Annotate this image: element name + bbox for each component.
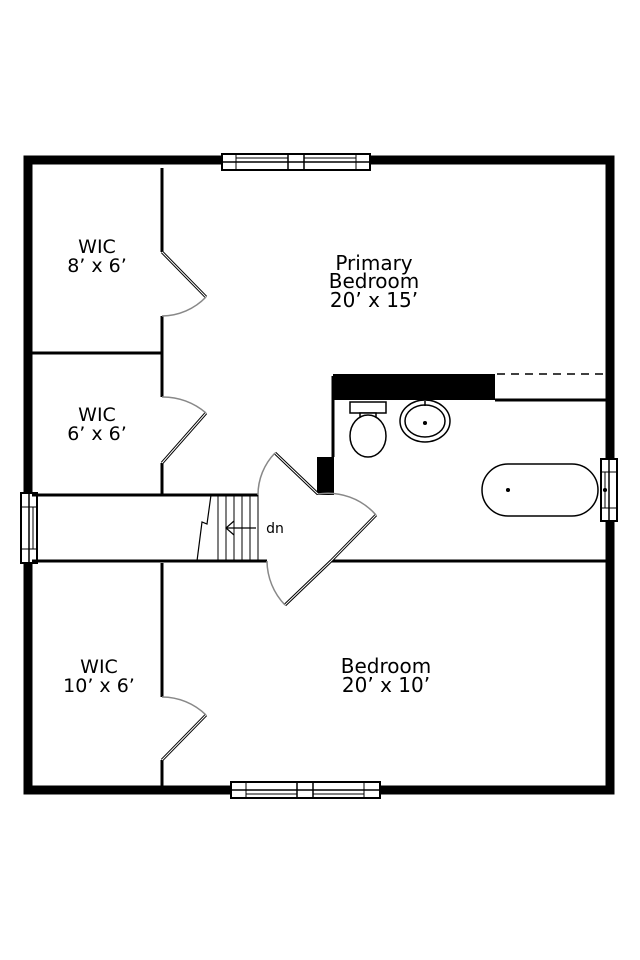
stairs-direction-label: dn xyxy=(266,521,284,537)
door-wic-top xyxy=(160,250,208,317)
bath-wall-solid xyxy=(317,374,495,495)
primary-bedroom-name-line1: Primary xyxy=(335,251,412,275)
door-hall xyxy=(317,492,378,563)
primary-bedroom-size: 20’ x 15’ xyxy=(330,288,418,312)
wic-mid-name: WIC xyxy=(78,404,116,426)
bedroom-size: 20’ x 10’ xyxy=(342,673,430,697)
wic-bottom-size: 10’ x 6’ xyxy=(63,675,135,697)
door-wic-bottom xyxy=(160,696,208,762)
door-bath xyxy=(257,451,320,496)
exterior-walls xyxy=(23,155,615,795)
bathtub-icon xyxy=(481,463,608,517)
staircase[interactable] xyxy=(196,494,259,562)
wic-top-name: WIC xyxy=(78,236,116,258)
window-top xyxy=(221,153,371,171)
wic-bottom-name: WIC xyxy=(80,656,118,678)
window-right xyxy=(600,458,618,522)
door-bedroom xyxy=(266,559,333,607)
sink-icon xyxy=(399,399,451,443)
primary-bedroom-name-line2: Bedroom xyxy=(329,269,419,293)
wic-mid-size: 6’ x 6’ xyxy=(67,423,127,445)
toilet-icon xyxy=(349,401,387,458)
window-left xyxy=(20,492,38,564)
wic-top-size: 8’ x 6’ xyxy=(67,255,127,277)
window-bottom xyxy=(230,781,381,799)
bedroom-name: Bedroom xyxy=(341,654,431,678)
interior-walls xyxy=(32,168,606,786)
door-wic-mid xyxy=(160,396,208,464)
